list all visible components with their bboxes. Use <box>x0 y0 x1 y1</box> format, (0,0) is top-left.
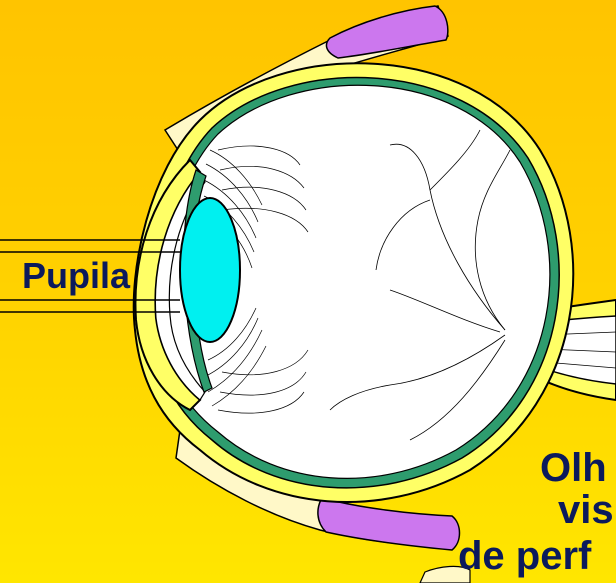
caption-line-2: vis <box>558 490 614 530</box>
pupil-label: Pupila <box>22 258 130 294</box>
lens <box>180 198 240 342</box>
caption-line-1: Olh <box>540 448 607 488</box>
caption-line-3: de perf <box>458 536 591 576</box>
